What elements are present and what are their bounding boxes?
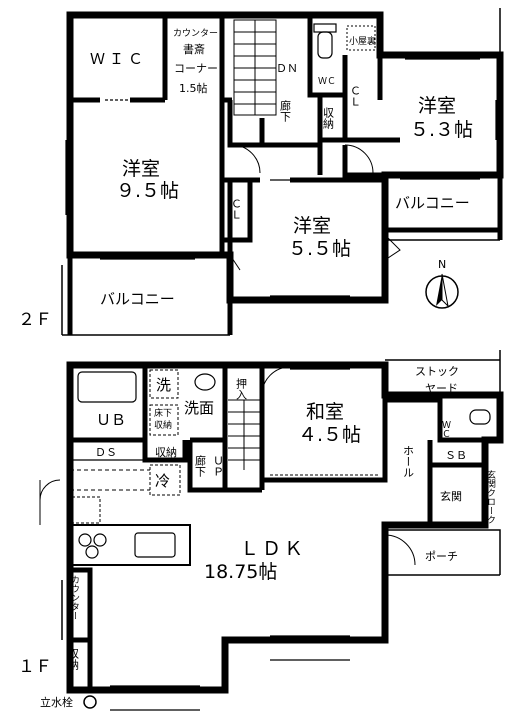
washitsu-name: 和室 xyxy=(306,401,344,423)
svg-text:N: N xyxy=(438,258,446,271)
washroom-label: 洗面 xyxy=(184,399,214,417)
washitsu-wall xyxy=(262,365,388,483)
porch-wall xyxy=(385,529,501,576)
balcony-2f-right-label: バルコニー xyxy=(395,194,470,212)
cl-2-label: ＣＬ xyxy=(230,198,243,220)
study-label-1: カウンター xyxy=(173,28,218,39)
room-95-name: 洋室 xyxy=(122,158,160,180)
room-53-size: ５.３帖 xyxy=(410,119,473,141)
washer-label: 洗 xyxy=(156,376,171,394)
study-label-3: コーナー xyxy=(174,62,218,75)
toilet-1f xyxy=(469,409,491,425)
stock-label-1: ストック xyxy=(415,365,459,378)
hall-long-label: ホール xyxy=(402,445,415,478)
up-label: ＵＰ xyxy=(212,455,225,477)
hydrant-icon xyxy=(83,695,97,709)
wic-wall xyxy=(70,15,168,103)
dn-label: ＤＮ xyxy=(276,62,298,75)
fridge-label: 冷 xyxy=(155,472,170,490)
wc-2f-label: ＷＣ xyxy=(318,77,336,87)
room-55-size: ５.５帖 xyxy=(288,238,351,260)
closet-label: 押入 xyxy=(235,377,248,400)
study-wall xyxy=(219,15,232,103)
balcony-2f-left-label: バルコニー xyxy=(100,290,175,308)
attic-hatch xyxy=(346,25,376,51)
toilet-2f xyxy=(317,31,333,59)
ldk-size: 18.75帖 xyxy=(204,561,277,583)
floor-1-outer-wall xyxy=(66,361,504,694)
room-53-name: 洋室 xyxy=(418,95,456,117)
cl-1-label: ＣＬ xyxy=(349,85,362,107)
study-label-2: 書斎 xyxy=(183,42,205,56)
north-arrow-icon: N xyxy=(425,258,459,309)
ub-label: ＵＢ xyxy=(96,411,126,429)
floor-1-plan xyxy=(39,350,504,711)
storage-bottom-label: 収納 xyxy=(67,648,80,671)
room-95-size: ９.５帖 xyxy=(116,180,179,202)
washer xyxy=(149,369,179,399)
study-label-4: 1.5帖 xyxy=(179,82,208,95)
hall-1f-label: 廊下 xyxy=(194,454,207,478)
stair-2f xyxy=(233,19,277,116)
wc-1f-label: ＷＣ xyxy=(440,420,451,438)
hall-2f-label: 廊下 xyxy=(279,99,292,123)
attic-label: 小屋裏 xyxy=(349,35,376,47)
entrance-label: 玄関 xyxy=(440,489,462,503)
wic-label: ＷＩＣ xyxy=(90,50,147,68)
kitchen-counter xyxy=(69,524,191,566)
stove xyxy=(78,533,107,559)
floor-storage-label-1: 床下 xyxy=(154,407,172,419)
floor-storage-label-2: 収納 xyxy=(154,419,172,431)
floor-1-label: １Ｆ xyxy=(18,657,52,677)
sb-label: ＳＢ xyxy=(445,449,467,462)
floor-2-plan xyxy=(61,8,504,336)
ds-label: ＤＳ xyxy=(95,446,117,459)
room-55-name: 洋室 xyxy=(293,215,331,237)
storage-2f-label: 収納 xyxy=(322,107,335,130)
balcony-2f-left xyxy=(67,255,233,335)
sink-1f xyxy=(194,373,216,391)
counter-label: カウンター xyxy=(69,575,80,620)
entrance-closet-label: 玄関クローク xyxy=(485,469,496,524)
bathtub xyxy=(77,371,137,403)
hydrant-label: 立水栓 xyxy=(40,695,73,709)
storage-1f-label: 収納 xyxy=(155,446,177,459)
stock-label-2: ヤード xyxy=(425,382,458,395)
washitsu-size: ４.５帖 xyxy=(298,424,361,446)
floor-2-label: ２Ｆ xyxy=(18,310,52,330)
porch-label: ポーチ xyxy=(425,550,458,563)
kitchen-sink xyxy=(134,532,176,558)
stair-1f xyxy=(228,399,260,470)
ldk-name: ＬＤＫ xyxy=(240,538,306,560)
fridge-box xyxy=(149,464,181,496)
